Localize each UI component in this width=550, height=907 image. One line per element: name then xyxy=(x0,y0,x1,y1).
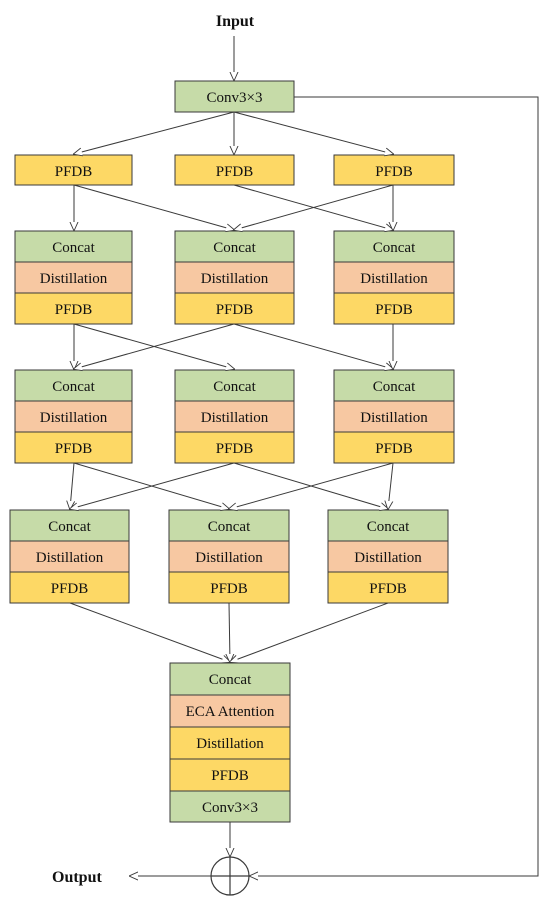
stage3-left-distillation: Distillation xyxy=(40,410,108,426)
stage2-left-concat: Concat xyxy=(52,240,95,256)
stage2-right-distillation-box xyxy=(333,261,455,294)
stage4-center-distillation: Distillation xyxy=(195,550,263,566)
final-distillation: Distillation xyxy=(196,736,264,752)
edge-s4l-final xyxy=(69,602,230,662)
edge-s3r-s4r xyxy=(388,462,394,509)
stage4-center-concat: Concat xyxy=(208,519,251,535)
stage2-right-concat: Concat xyxy=(373,240,416,256)
stage3-right-pfdb: PFDB xyxy=(375,441,413,457)
stage3-center-concat-box xyxy=(174,369,295,402)
output-label: Output xyxy=(52,869,102,886)
stage4-center-concat-box xyxy=(168,509,290,542)
stage3-right-concat: Concat xyxy=(373,379,416,395)
conv-top-label: Conv3×3 xyxy=(207,90,263,106)
stage4-block-left: Concat Distillation PFDB xyxy=(9,509,130,604)
stage3-right-distillation: Distillation xyxy=(360,410,428,426)
stage2-center-concat: Concat xyxy=(213,240,256,256)
stage3-right-concat-box xyxy=(333,369,455,402)
edge-s1r-s2c xyxy=(234,184,394,230)
stage2-center-distillation: Distillation xyxy=(201,271,269,287)
stage4-center-distillation-box xyxy=(168,540,290,573)
stage2-block-left: Concat Distillation PFDB xyxy=(14,230,133,325)
edge-s4c-final xyxy=(229,602,230,662)
final-eca-box xyxy=(169,694,291,728)
input-label: Input xyxy=(216,13,255,30)
stage4-left-concat-box xyxy=(9,509,130,542)
stage3-center-pfdb-box xyxy=(174,431,295,464)
stage3-right-pfdb-box xyxy=(333,431,455,464)
stage2-center-concat-box xyxy=(174,230,295,263)
stage2-right-pfdb-box xyxy=(333,292,455,325)
stage3-block-left: Concat Distillation PFDB xyxy=(14,369,133,464)
edge-s3l-s4l xyxy=(70,462,74,509)
stage3-left-pfdb-box xyxy=(14,431,133,464)
stage1-pfdb-center: PFDB xyxy=(216,164,254,180)
edge-s1l-s2c xyxy=(73,184,234,230)
stage4-block-center: Concat Distillation PFDB xyxy=(168,509,290,604)
edge-s2c-s3r xyxy=(233,323,393,369)
stage3-block-center: Concat Distillation PFDB xyxy=(174,369,295,464)
edge-conv-s1-left xyxy=(74,111,235,154)
stage2-left-pfdb: PFDB xyxy=(55,302,93,318)
stage2-center-pfdb: PFDB xyxy=(216,302,254,318)
final-eca-attention: ECA Attention xyxy=(186,704,275,720)
stage4-left-distillation: Distillation xyxy=(36,550,104,566)
stage4-right-distillation-box xyxy=(327,540,449,573)
final-conv-box xyxy=(169,790,291,823)
sum-node xyxy=(210,856,250,896)
conv-top-box xyxy=(174,80,295,113)
stage1-pfdb-right-box xyxy=(333,154,455,186)
stage3-center-concat: Concat xyxy=(213,379,256,395)
edge-s3r-s4c xyxy=(229,462,394,509)
conv-top-node: Conv3×3 xyxy=(174,80,295,113)
stage4-block-right: Concat Distillation PFDB xyxy=(327,509,449,604)
final-conv: Conv3×3 xyxy=(202,800,258,816)
stage4-center-pfdb: PFDB xyxy=(210,581,248,597)
stage4-left-concat: Concat xyxy=(48,519,91,535)
stage4-left-pfdb-box xyxy=(9,571,130,604)
stage3-left-pfdb: PFDB xyxy=(55,441,93,457)
stage4-right-distillation: Distillation xyxy=(354,550,422,566)
stage3-center-distillation: Distillation xyxy=(201,410,269,426)
stage1-pfdb-left-box xyxy=(14,154,133,186)
stage1-pfdb-left: PFDB xyxy=(55,164,93,180)
stage2-right-pfdb: PFDB xyxy=(375,302,413,318)
stage3-block-right: Concat Distillation PFDB xyxy=(333,369,455,464)
stage3-center-distillation-box xyxy=(174,400,295,433)
stage4-left-pfdb: PFDB xyxy=(51,581,89,597)
stage1-pfdb-right: PFDB xyxy=(375,164,413,180)
stage2-block-right: Concat Distillation PFDB xyxy=(333,230,455,325)
edge-s3c-s4l xyxy=(70,462,235,509)
edges xyxy=(69,36,539,876)
stage4-right-pfdb-box xyxy=(327,571,449,604)
stage2-center-pfdb-box xyxy=(174,292,295,325)
stage3-left-concat: Concat xyxy=(52,379,95,395)
stage3-right-distillation-box xyxy=(333,400,455,433)
stage2-block-center: Concat Distillation PFDB xyxy=(174,230,295,325)
stage4-right-concat: Concat xyxy=(367,519,410,535)
stage1-row: PFDB PFDB PFDB xyxy=(14,154,455,186)
final-pfdb: PFDB xyxy=(211,768,249,784)
final-concat: Concat xyxy=(209,672,252,688)
stage4-right-pfdb: PFDB xyxy=(369,581,407,597)
edge-s4r-final xyxy=(230,602,389,662)
edge-skip-connection xyxy=(250,96,539,876)
stage2-left-distillation-box xyxy=(14,261,133,294)
final-block: Concat ECA Attention Distillation PFDB C… xyxy=(169,662,291,823)
stage2-right-distillation: Distillation xyxy=(360,271,428,287)
stage3-center-pfdb: PFDB xyxy=(216,441,254,457)
stage4-left-distillation-box xyxy=(9,540,130,573)
stage1-pfdb-center-box xyxy=(174,154,295,186)
stage4-center-pfdb-box xyxy=(168,571,290,604)
stage4-right-concat-box xyxy=(327,509,449,542)
edge-s2c-s3l xyxy=(74,323,235,369)
stage2-right-concat-box xyxy=(333,230,455,263)
stage2-left-distillation: Distillation xyxy=(40,271,108,287)
edge-conv-s1-right xyxy=(233,111,393,154)
